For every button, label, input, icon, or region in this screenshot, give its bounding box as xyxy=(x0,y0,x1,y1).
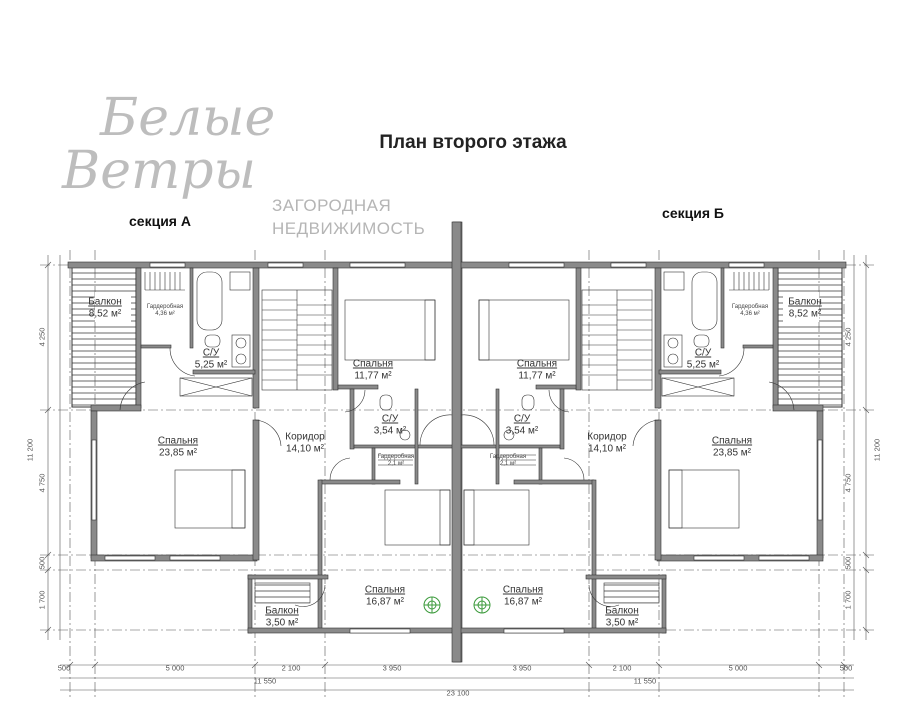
dimension-label: 3 950 xyxy=(382,663,402,673)
dimension-label: 4 750 xyxy=(37,473,47,493)
logo-brand-line1: Белые xyxy=(100,88,276,148)
dimension-label: 11 200 xyxy=(25,438,35,462)
dimension-label: 4 250 xyxy=(843,327,853,347)
section-a-label: секция А xyxy=(129,212,191,229)
dimension-label: 500 xyxy=(57,663,71,673)
dimension-label: 4 250 xyxy=(37,327,47,347)
dimension-label-total: 23 100 xyxy=(446,688,470,698)
dimension-label: 500 xyxy=(839,663,853,673)
dimension-label: 500 xyxy=(37,556,47,570)
dimension-label: 5 000 xyxy=(165,663,185,673)
dimension-label: 11 550 xyxy=(633,676,657,686)
dimension-label: 3 950 xyxy=(512,663,532,673)
dimension-label: 1 700 xyxy=(843,590,853,610)
dimension-label: 4 750 xyxy=(843,473,853,493)
dimension-label: 1 700 xyxy=(37,590,47,610)
logo-tagline1: ЗАГОРОДНАЯ xyxy=(272,196,392,215)
dimension-label: 500 xyxy=(843,556,853,570)
section-b-label: секция Б xyxy=(662,204,724,221)
dimension-label: 2 100 xyxy=(281,663,301,673)
dimension-label: 11 550 xyxy=(253,676,277,686)
dimension-label: 2 100 xyxy=(612,663,632,673)
logo-brand-line2: Ветры xyxy=(62,141,256,201)
page-title: План второго этажа xyxy=(379,132,567,154)
logo-tagline2: НЕДВИЖИМОСТЬ xyxy=(272,219,426,238)
dimension-label: 11 200 xyxy=(872,438,882,462)
dimension-label: 5 000 xyxy=(728,663,748,673)
